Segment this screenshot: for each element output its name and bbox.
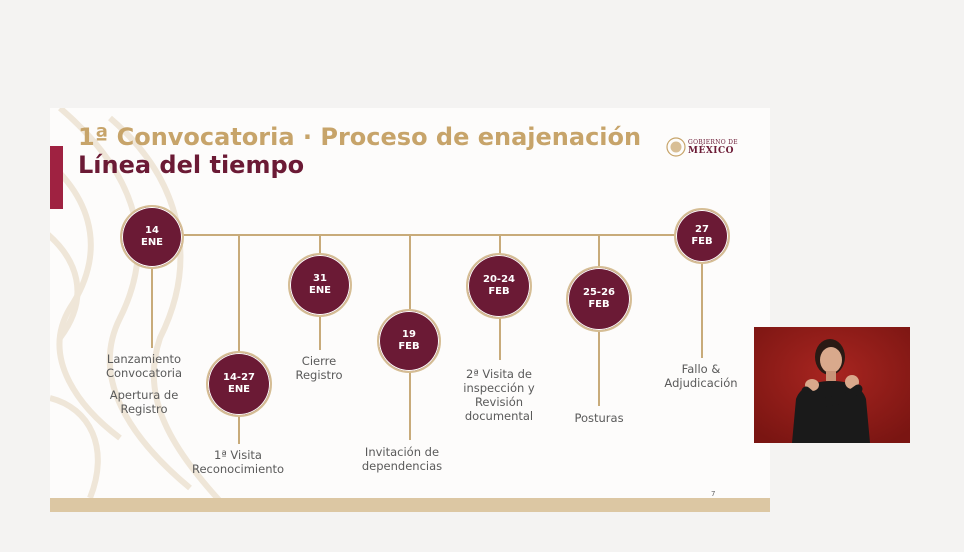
event-label: 1ª Visita Reconocimiento [192,448,284,476]
timeline-axis [152,234,702,236]
connector-line [238,408,240,444]
slide-subtitle: Línea del tiempo [78,151,305,179]
event-label-line: Adjudicación [664,376,738,390]
event-label-line: documental [464,409,534,423]
event-label-line: Fallo & [681,362,721,376]
connector-line [598,235,600,267]
event-date-circle: 31 ENE [288,253,352,317]
event-month: FEB [398,341,420,352]
gobierno-mexico-logo: GOBIERNO DE MÉXICO [666,136,741,160]
event-date: 14 [145,225,159,236]
connector-line [151,258,153,348]
event-label: Invitación de dependencias [362,445,442,473]
connector-line [409,235,411,311]
event-label-line: Apertura de [109,388,179,402]
connector-line [499,316,501,360]
title-accent-bar [50,146,63,209]
decorative-pattern [50,108,233,512]
interpreter-video [754,327,910,443]
event-month: FEB [588,299,610,310]
event-label-line: Convocatoria [105,366,183,380]
connector-line [701,258,703,358]
event-date: 14-27 [223,372,255,383]
connector-line [499,235,501,255]
event-label-line: Posturas [574,411,624,425]
event-label-line: Revisión [474,395,524,409]
event-date: 31 [313,273,327,284]
presentation-slide: 1ª Convocatoria · Proceso de enajenación… [50,108,770,512]
connector-line [319,316,321,350]
event-label-line: Registro [295,368,343,382]
logo-text-top: GOBIERNO DE [688,139,738,146]
event-month: ENE [308,285,332,296]
event-month: ENE [140,237,164,248]
event-date-circle: 25-26 FEB [566,266,632,332]
event-date: 27 [695,224,709,235]
sign-language-interpreter-icon [754,327,910,443]
connector-line [598,328,600,406]
event-label: Lanzamiento Convocatoria Apertura de Reg… [106,352,182,416]
event-label-line: Invitación de [364,445,440,459]
event-label: Cierre Registro [295,354,342,382]
event-month: FEB [691,236,713,247]
event-date: 25-26 [583,287,615,298]
connector-line [409,370,411,440]
event-month: ENE [227,384,251,395]
connector-line [319,235,321,255]
event-label-line: Registro [120,402,168,416]
event-date-circle: 19 FEB [377,309,441,373]
event-label-line: Reconocimiento [191,462,285,476]
seal-icon [666,137,686,157]
event-label: 2ª Visita de inspección y Revisión docum… [463,367,534,423]
event-label: Fallo & Adjudicación [664,362,737,390]
event-label: Posturas [574,411,623,425]
event-date-circle: 20-24 FEB [466,253,532,319]
event-date: 19 [402,329,416,340]
event-label-line: 2ª Visita de [466,367,532,381]
event-month: FEB [488,286,510,297]
event-label-line: Cierre [301,354,337,368]
event-date-circle: 14 ENE [120,205,184,269]
event-label-line: inspección y [463,381,535,395]
event-label-line: dependencias [361,459,443,473]
event-date: 20-24 [483,274,515,285]
event-label-line: 1ª Visita [214,448,262,462]
event-date-circle: 27 FEB [674,208,730,264]
event-label-line: Lanzamiento [106,352,182,366]
page-number: 7 [711,490,716,498]
event-date-circle: 14-27 ENE [206,351,272,417]
slide-title: 1ª Convocatoria · Proceso de enajenación [78,123,642,151]
logo-text-bottom: MÉXICO [688,146,735,156]
slide-footer-band [50,498,770,512]
connector-line [238,235,240,356]
